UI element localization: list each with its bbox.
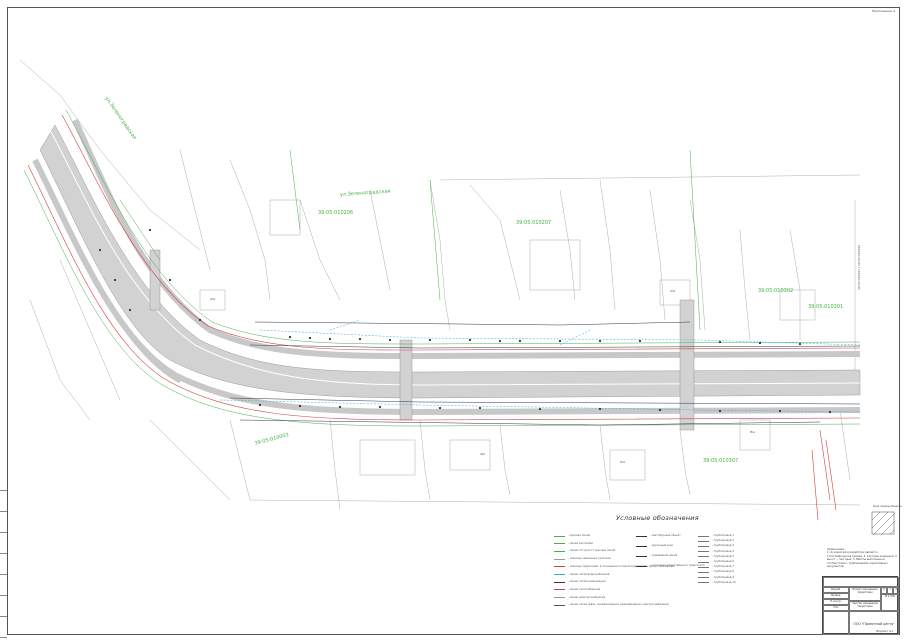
- legend-item: - линии сетей связи, телефонизации, ради…: [568, 603, 669, 607]
- stamp-title: Проект межевания территории: [849, 587, 881, 601]
- legend-item: - линии отступа от красных линий: [568, 549, 616, 553]
- legend-item: - трубопровод 8: [712, 570, 734, 574]
- road-body: [32, 118, 861, 416]
- vertical-parcel-label: 39:05:010301 / 39:05:010302: [857, 245, 861, 290]
- sheet-format: Формат А1: [875, 629, 893, 633]
- legend-item: - линии сетей водоснабжения: [568, 572, 610, 576]
- legend-symbol: [636, 535, 647, 537]
- stamp-row-1: Разраб.: [823, 587, 849, 593]
- legend-item: - трамвайная линия: [650, 554, 678, 557]
- stamp-organization: ООО "Проектный центр": [849, 611, 899, 635]
- parcel-label-4: 39:05:010301: [808, 304, 843, 310]
- legend-symbol: [698, 561, 709, 563]
- legend-symbol: [698, 582, 709, 584]
- legend-symbol: [698, 566, 709, 568]
- sheet-number: Приложение 4: [871, 9, 895, 13]
- legend-symbol: [698, 551, 709, 553]
- legend-symbol: [698, 545, 709, 547]
- legend-item: - трубопровод 6: [712, 560, 734, 563]
- map-symbols: [98, 228, 832, 414]
- legend-symbol: [554, 581, 565, 583]
- cross-streets: [149, 249, 695, 431]
- legend-symbol: [554, 543, 565, 545]
- legend-symbol: [554, 558, 565, 560]
- stamp-subtitle: Чертёж межевания территории: [849, 601, 881, 611]
- stamp-sheet: 1: [887, 587, 893, 594]
- legend-symbol: [554, 597, 565, 599]
- legend-symbol: [554, 604, 565, 606]
- green-lines: [23, 109, 861, 427]
- building-label-3: 5/4: [620, 460, 625, 464]
- legend-title: Условные обозначения: [616, 514, 699, 522]
- legend-item: - линии электроснабжения: [568, 595, 606, 599]
- legend-item: - остановка общественного транспорта: [650, 564, 705, 567]
- legend-symbol: [554, 535, 565, 537]
- legend-item: - линии сетей канализации: [568, 580, 606, 584]
- notes-title: Примечание:: [827, 548, 845, 551]
- stamp-row-3: Н.контр.: [823, 599, 849, 605]
- legend-item: - линия застройки: [568, 541, 593, 545]
- legend-item: - граница территории, в отношении которо…: [568, 564, 675, 568]
- street-label: ул.Зеленоградская: [340, 188, 391, 198]
- legend-item: - светофорный объект: [650, 534, 681, 537]
- legend-symbol: [554, 589, 565, 591]
- red-lines: [27, 114, 861, 521]
- legend-item: - трубопровод 5: [712, 554, 734, 558]
- blue-lines: [219, 319, 861, 413]
- stamp-row-2: Провер.: [823, 593, 849, 599]
- legend-item: - трубопровод 10: [712, 580, 736, 584]
- stamp-sheets: 1: [893, 587, 899, 594]
- hatch-sample: [871, 511, 895, 535]
- legend-item: - границы земельных участков: [568, 557, 611, 561]
- legend-item: - трубопровод 4: [712, 549, 734, 553]
- legend-item: - трубопровод 9: [712, 575, 734, 579]
- left-binding-strip: [0, 470, 8, 638]
- street-label-left: ул.Зеленоградская: [103, 96, 137, 141]
- legend-symbol: [698, 571, 709, 573]
- building-label-4: Нж: [750, 430, 755, 434]
- building-label-2: 4/4: [480, 452, 485, 456]
- legend-item: - линии газоснабжения: [568, 587, 601, 591]
- legend-item: - трубопровод 1: [712, 534, 734, 537]
- parcel-label-1: 39:05:010206: [318, 210, 353, 216]
- legend-symbol: [636, 565, 647, 567]
- notes-text: 1. Основой для разработки является топог…: [827, 551, 897, 569]
- notes: Примечание: 1. Основой для разработки яв…: [827, 548, 897, 568]
- stamp-scale: М 1:500: [881, 594, 899, 611]
- parcel-label-2: 39:05:010207: [516, 220, 551, 226]
- building-label-1: 2/4: [210, 297, 215, 301]
- legend-symbol: [698, 577, 709, 579]
- legend-symbol: [636, 545, 647, 547]
- hatch-note: Зона охраны объекта: [873, 505, 902, 508]
- stamp-signatures: [823, 611, 849, 635]
- stamp-row-4: Утв.: [823, 605, 849, 611]
- legend-symbol: [698, 535, 709, 537]
- building-label-5: 2/4: [670, 289, 675, 293]
- legend-symbol: [698, 556, 709, 558]
- parcel-label-3: 39:05:010302: [758, 288, 793, 294]
- stamp-empty-row: [823, 577, 899, 587]
- parcel-label-6: 39:05:010307: [703, 458, 738, 464]
- legend-symbol: [554, 574, 565, 575]
- legend-item: - трубопровод 7: [712, 565, 734, 569]
- utility-lines: [229, 321, 861, 426]
- legend-symbol: [636, 555, 647, 557]
- legend-symbol: [698, 540, 709, 542]
- legend-symbol: [554, 566, 565, 568]
- title-block: Разраб. Провер. Н.контр. Утв. Проект меж…: [822, 576, 899, 635]
- legend-item: - дорожный знак: [650, 544, 674, 547]
- parcel-label-5: 39:05:010003: [254, 432, 290, 447]
- legend-item: - трубопровод 3: [712, 544, 734, 548]
- legend-symbol: [554, 550, 565, 552]
- parcel-boundaries: [19, 59, 861, 511]
- stamp-stage: П: [881, 587, 887, 594]
- legend-item: - красная линия: [568, 534, 590, 537]
- sheet-frame: [7, 7, 900, 635]
- legend-item: - трубопровод 2: [712, 539, 734, 543]
